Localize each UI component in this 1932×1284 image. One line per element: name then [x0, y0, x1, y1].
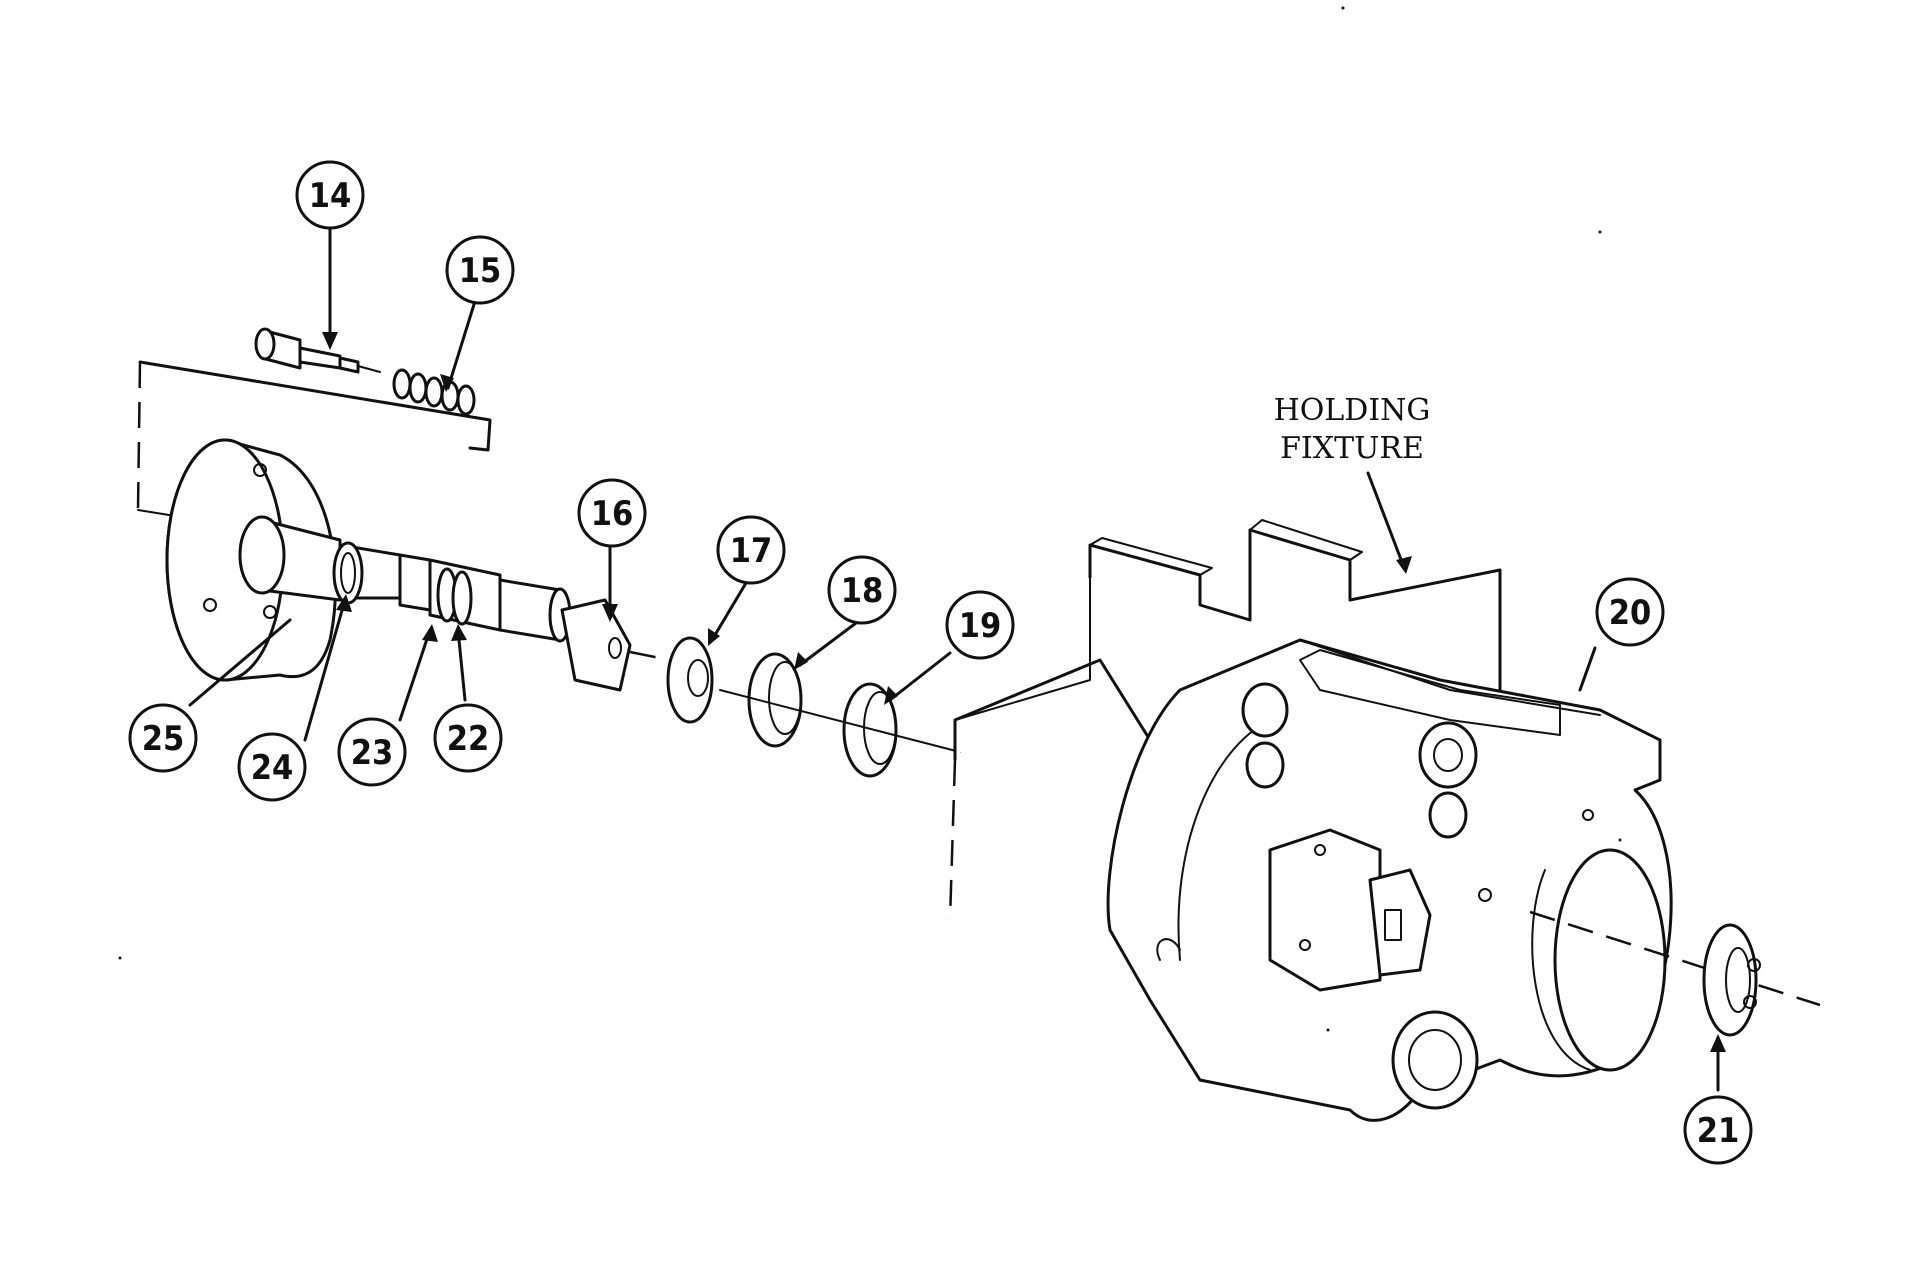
seal-part-17	[666, 636, 714, 724]
svg-text:21: 21	[1697, 1111, 1740, 1151]
callout-20: 20	[1595, 577, 1665, 647]
leader-arrowheads	[322, 332, 1726, 1052]
callout-16: 16	[577, 478, 647, 548]
svg-text:14: 14	[309, 176, 352, 216]
housing-part-20	[1106, 638, 1673, 1122]
seal-part-18	[747, 652, 803, 748]
holding-fixture-label: HOLDING FIXTURE	[1274, 393, 1431, 466]
svg-text:15: 15	[459, 251, 502, 291]
retaining-ring-part-21	[1702, 923, 1761, 1037]
svg-text:22: 22	[447, 719, 490, 759]
svg-text:16: 16	[591, 494, 634, 534]
callout-15: 15	[445, 235, 515, 305]
leader-lines	[188, 228, 1720, 1092]
svg-text:24: 24	[251, 748, 294, 788]
callout-23: 23	[337, 717, 407, 787]
ring-part-22	[436, 567, 473, 626]
callout-21: 21	[1683, 1095, 1753, 1165]
screw-part-14	[254, 327, 381, 374]
callout-25: 25	[128, 703, 198, 773]
svg-text:19: 19	[959, 606, 1002, 646]
spring-part-15	[392, 368, 476, 416]
callout-17: 17	[716, 515, 786, 585]
center-axis	[719, 689, 961, 753]
svg-text:HOLDING: HOLDING	[1274, 393, 1431, 428]
seal-part-19	[842, 682, 898, 778]
svg-text:25: 25	[142, 719, 185, 759]
callout-18: 18	[827, 555, 897, 625]
callout-19: 19	[945, 590, 1015, 660]
callout-14: 14	[295, 160, 365, 230]
svg-text:FIXTURE: FIXTURE	[1280, 431, 1424, 466]
callout-22: 22	[433, 703, 503, 773]
svg-text:20: 20	[1609, 593, 1652, 633]
housing-axis	[1529, 910, 1821, 1007]
svg-text:23: 23	[351, 733, 394, 773]
svg-text:18: 18	[841, 571, 884, 611]
plug-part-16	[560, 598, 661, 692]
flange-part-25	[165, 438, 338, 682]
ring-part-24	[332, 541, 364, 605]
svg-text:17: 17	[730, 531, 773, 571]
callout-24: 24	[237, 732, 307, 802]
